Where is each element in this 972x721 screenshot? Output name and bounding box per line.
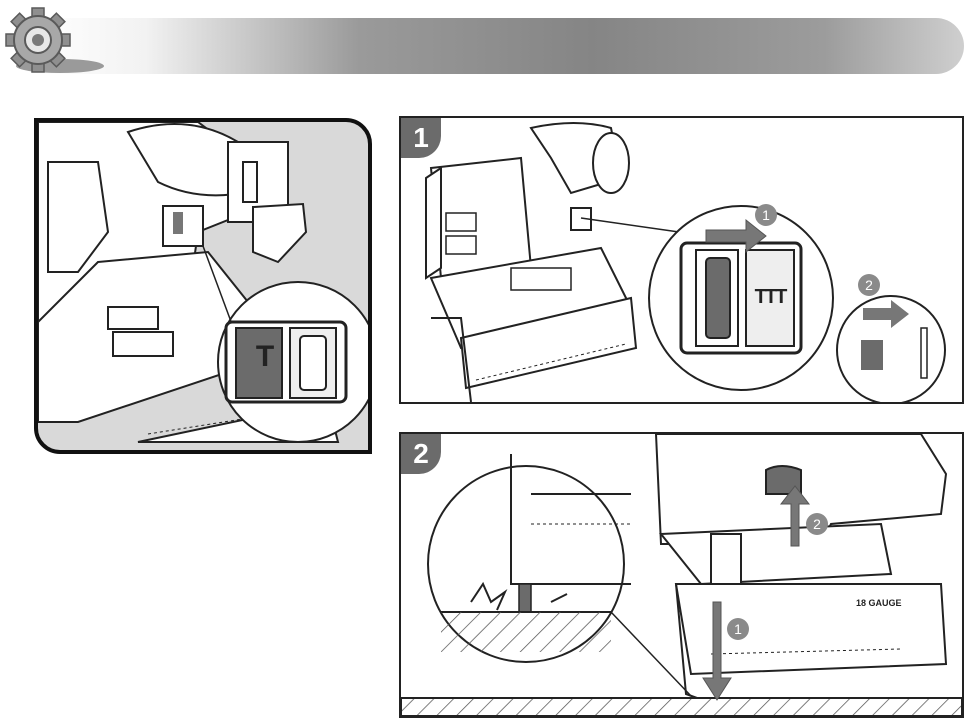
settings-gear-icon — [2, 4, 106, 74]
step-1-callout-1: 1 — [755, 204, 777, 226]
step-1-badge: 1 — [401, 118, 441, 158]
step-2-badge: 2 — [401, 434, 441, 474]
selector-single-label: T — [255, 340, 275, 373]
selector-sequential-label: TTT — [754, 286, 788, 308]
tool-gauge-text: 18 GAUGE — [856, 598, 902, 608]
step-2-panel: 2 1 2 18 GAUGE — [399, 432, 964, 718]
step-1-panel: 1 1 2 TTT — [399, 116, 964, 404]
nailer-closeup-illustration — [38, 122, 368, 443]
step-1-callout-2: 2 — [858, 274, 880, 296]
step-2-illustration — [401, 434, 962, 716]
step-2-callout-1: 1 — [727, 618, 749, 640]
selector-closeup-panel: T — [34, 118, 372, 454]
header-bar — [34, 18, 964, 74]
step-1-illustration — [425, 122, 946, 402]
step-2-callout-2: 2 — [806, 513, 828, 535]
